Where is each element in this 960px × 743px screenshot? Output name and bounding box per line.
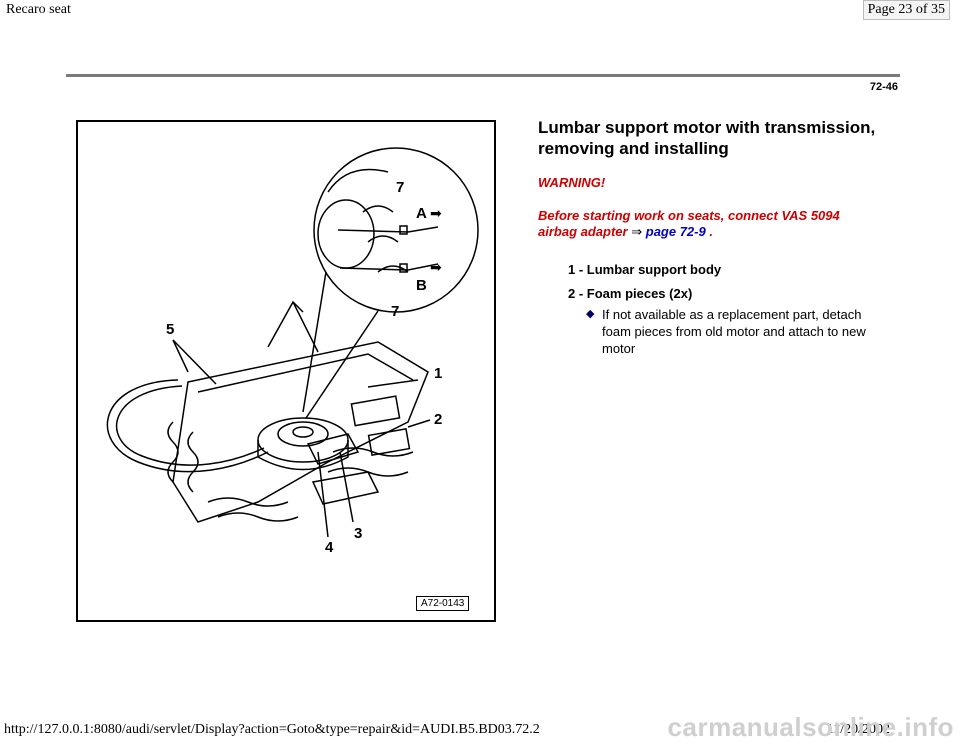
warning-end: . — [705, 224, 713, 239]
callout-2: 2 — [434, 411, 442, 428]
diamond-bullet-icon: ◆ — [586, 308, 595, 320]
callout-6: 7 — [396, 179, 404, 196]
warning-text: Before starting work on seats, connect V… — [538, 208, 878, 240]
seat-illustration: 7 A B 7 5 1 2 3 4 ➡ ➡ A72-0143 — [76, 120, 496, 622]
footer-url: http://127.0.0.1:8080/audi/servlet/Displ… — [4, 722, 540, 737]
lumbar-motor-drawing: 7 A B 7 5 1 2 3 4 ➡ ➡ — [106, 147, 479, 556]
bullet-text: If not available as a replacement part, … — [602, 307, 866, 356]
figure-code: A72-0143 — [416, 596, 470, 611]
list-item: 2 - Foam pieces (2x) — [568, 286, 693, 301]
page-indicator: Page 23 of 35 — [862, 0, 950, 20]
warning-label: WARNING! — [538, 175, 606, 190]
footer-date: 11/20/2002 — [826, 722, 890, 737]
document-title: Recaro seat — [6, 2, 71, 17]
section-page-number: 72-46 — [869, 81, 898, 93]
callout-1: 1 — [434, 365, 442, 382]
list-item: 1 - Lumbar support body — [568, 262, 722, 277]
arrow-right-icon: ⇒ — [631, 224, 643, 239]
callout-b: B — [416, 277, 427, 294]
callout-5: 5 — [166, 321, 174, 338]
page-link[interactable]: page 72-9 — [645, 224, 706, 239]
section-title: Lumbar support motor with transmission, … — [538, 118, 876, 158]
header-rule — [66, 74, 900, 77]
arrow-b-icon: ➡ — [430, 259, 442, 275]
callout-a: A — [416, 205, 427, 222]
watermark-logo: carmanualsonline.info — [667, 712, 954, 742]
callout-4: 4 — [325, 539, 334, 556]
note-bullet: ◆ If not available as a replacement part… — [586, 306, 866, 357]
warning-body: Before starting work on seats, connect V… — [538, 208, 840, 239]
callout-7: 7 — [391, 303, 399, 320]
callout-3: 3 — [354, 525, 362, 542]
arrow-a-icon: ➡ — [430, 205, 442, 221]
